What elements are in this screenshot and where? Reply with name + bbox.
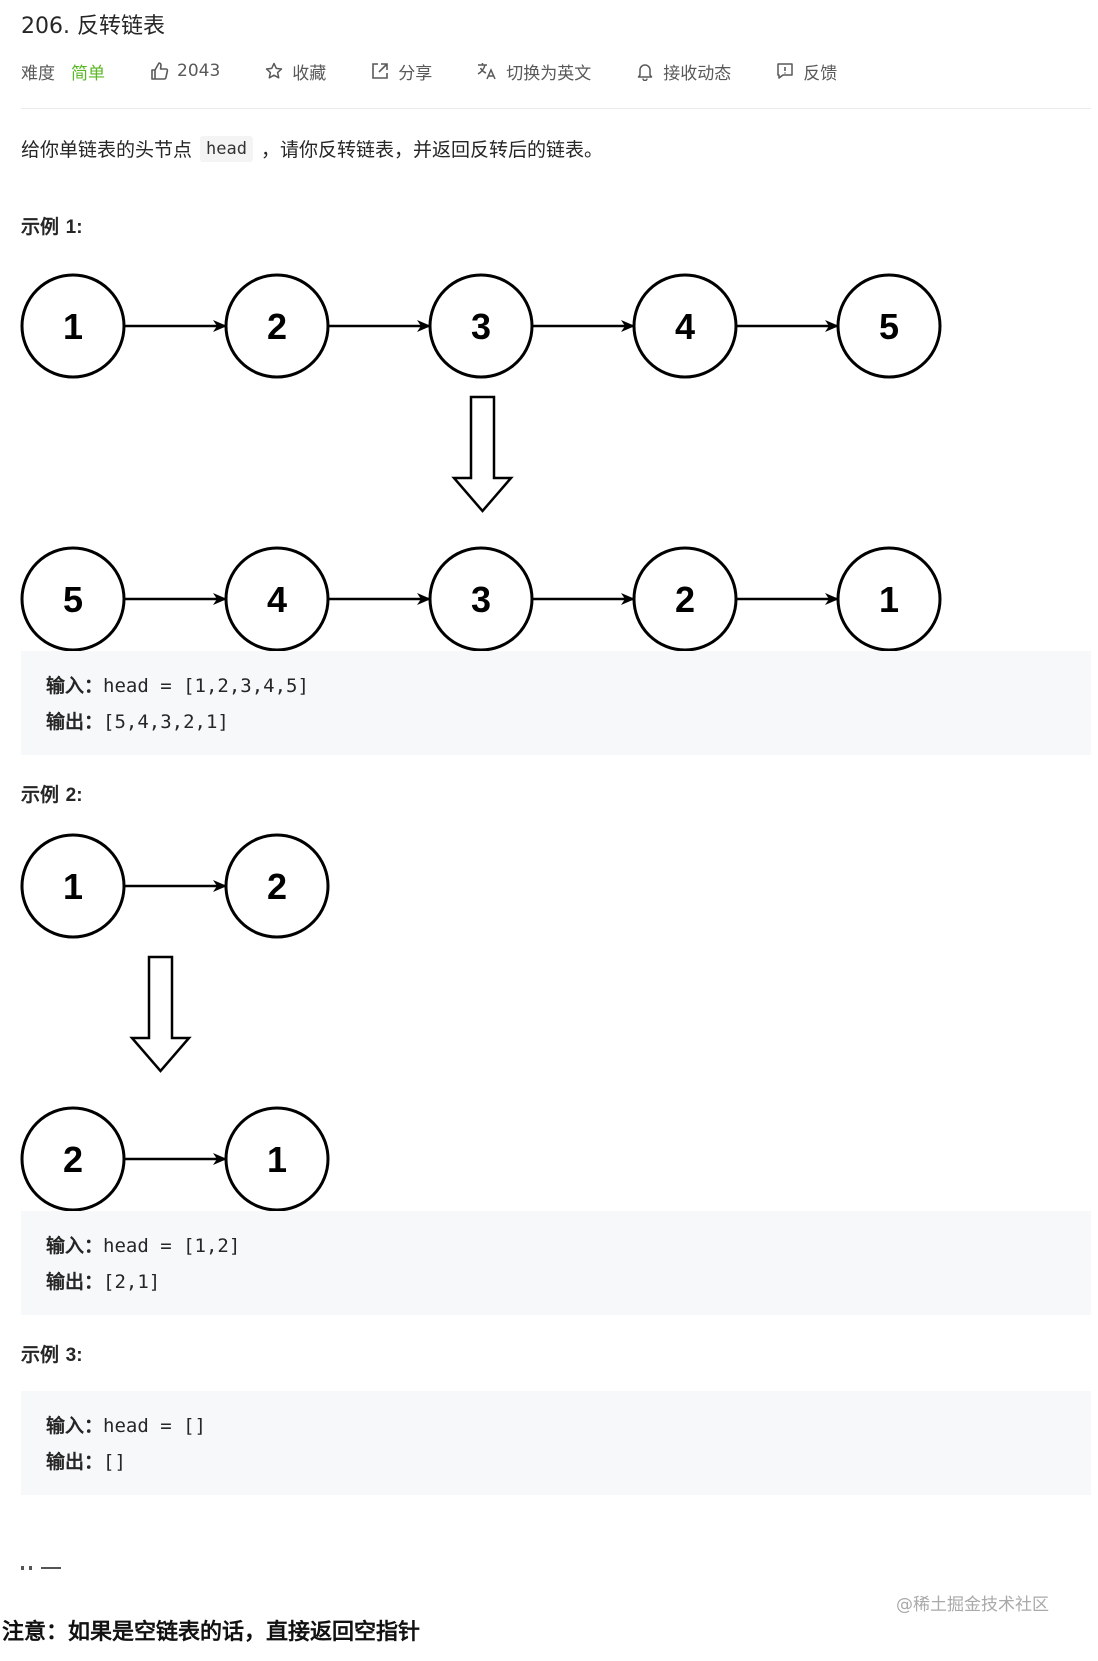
- example-3-input: 输入：head = []: [46, 1415, 206, 1437]
- list-node: [632, 273, 738, 379]
- node-value: 3: [471, 579, 491, 620]
- node-value: 2: [675, 579, 695, 620]
- example-1-reversed-list: 5 4 3 2 1: [20, 546, 942, 652]
- list-node: [20, 273, 126, 379]
- like-count: 2043: [177, 61, 221, 81]
- difficulty-badge: 简单: [71, 63, 105, 84]
- list-node: [20, 833, 126, 939]
- example-3-title: 示例 3:: [21, 1344, 83, 1366]
- difficulty-label: 难度: [21, 63, 55, 84]
- subscribe-label: 接收动态: [663, 63, 732, 84]
- description-text: 给你单链表的头节点: [21, 139, 193, 161]
- list-node: [632, 546, 738, 652]
- node-value: 1: [267, 1139, 287, 1180]
- example-2-io-block: 输入：head = [1,2] 输出：[2,1]: [21, 1211, 1091, 1315]
- like-button[interactable]: 2043: [149, 61, 220, 81]
- note-text: 注意：如果是空链表的话，直接返回空指针: [2, 1620, 421, 1645]
- share-label: 分享: [398, 63, 433, 84]
- bell-icon: [638, 64, 653, 81]
- list-node: [428, 546, 534, 652]
- list-node: [20, 546, 126, 652]
- watermark: @稀土掘金技术社区: [896, 1595, 1049, 1615]
- example-2-title: 示例 2:: [21, 784, 83, 806]
- thumbs-up-icon: [151, 62, 169, 80]
- subscribe-button[interactable]: 接收动态: [635, 59, 731, 84]
- node-value: 1: [879, 579, 899, 620]
- favorite-button[interactable]: 收藏: [264, 59, 326, 84]
- node-value: 1: [63, 306, 83, 347]
- feedback-button[interactable]: 反馈: [775, 59, 837, 84]
- example-1-input: 输入：head = [1,2,3,4,5]: [46, 675, 309, 697]
- list-node: [836, 546, 942, 652]
- list-node: [428, 273, 534, 379]
- share-icon: [372, 63, 389, 79]
- switch-language-label: 切换为英文: [506, 63, 592, 84]
- node-value: 2: [267, 866, 287, 907]
- example-1-original-list: 1 2 3 4 5: [20, 273, 942, 379]
- star-icon: [266, 62, 283, 79]
- down-arrow-icon: [451, 395, 514, 513]
- example-2-input: 输入：head = [1,2]: [46, 1235, 241, 1257]
- switch-language-button[interactable]: 切换为英文: [476, 59, 591, 84]
- node-value: 1: [63, 866, 83, 907]
- list-node: [20, 1106, 126, 1212]
- node-value: 5: [879, 306, 899, 347]
- node-value: 2: [63, 1139, 83, 1180]
- example-3-output: 输出：[]: [46, 1451, 126, 1473]
- example-1-io-block: 输入：head = [1,2,3,4,5] 输出：[5,4,3,2,1]: [21, 651, 1091, 755]
- node-value: 5: [63, 579, 83, 620]
- example-1-output: 输出：[5,4,3,2,1]: [46, 711, 229, 733]
- node-value: 2: [267, 306, 287, 347]
- list-node: [224, 1106, 330, 1212]
- problem-toolbar: 难度 简单 2043 收藏 分享 切换为英文 接收动态 反馈: [21, 56, 881, 86]
- cutoff-heading-fragment: [21, 1566, 61, 1570]
- example-3-io-block: 输入：head = [] 输出：[]: [21, 1391, 1091, 1495]
- node-value: 4: [675, 306, 695, 347]
- inline-code: head: [200, 135, 253, 162]
- feedback-label: 反馈: [803, 63, 838, 84]
- example-2-output: 输出：[2,1]: [46, 1271, 161, 1293]
- node-value: 4: [267, 579, 287, 620]
- list-node: [836, 273, 942, 379]
- translate-icon: [477, 63, 496, 80]
- list-node: [224, 546, 330, 652]
- favorite-label: 收藏: [292, 63, 327, 84]
- example-1-title: 示例 1:: [21, 216, 83, 238]
- header-divider: [21, 108, 1091, 109]
- feedback-icon: [777, 63, 794, 79]
- list-node: [224, 833, 330, 939]
- list-node: [224, 273, 330, 379]
- problem-description: 给你单链表的头节点 head ，请你反转链表，并返回反转后的链表。: [21, 135, 603, 162]
- node-value: 3: [471, 306, 491, 347]
- description-text: ，请你反转链表，并返回反转后的链表。: [260, 139, 603, 161]
- problem-title: 206. 反转链表: [21, 14, 165, 39]
- share-button[interactable]: 分享: [370, 59, 432, 84]
- down-arrow-icon: [129, 955, 192, 1073]
